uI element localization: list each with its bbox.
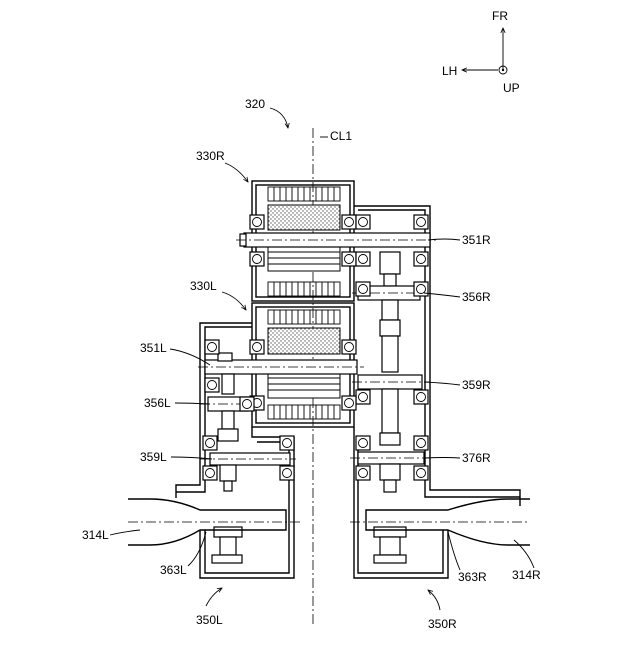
axle-right — [350, 499, 530, 545]
label-314l: 314L — [82, 528, 109, 542]
label-320: 320 — [245, 97, 265, 111]
label-356l: 356L — [144, 396, 171, 410]
label-330l: 330L — [190, 279, 217, 293]
lower-gears-right — [350, 433, 430, 563]
label-359r: 359R — [462, 378, 491, 392]
label-350l: 350L — [196, 613, 223, 627]
label-314r: 314R — [512, 568, 541, 582]
intermediate-shaft-left — [200, 374, 296, 563]
axle-left — [128, 499, 300, 545]
label-359l: 359L — [140, 450, 167, 464]
label-356r: 356R — [462, 290, 491, 304]
label-330r: 330R — [196, 149, 225, 163]
intermediate-shaft-right — [352, 252, 430, 433]
label-lh: LH — [442, 64, 457, 78]
direction-indicator: FR LH UP — [442, 9, 520, 95]
label-fr: FR — [492, 9, 508, 23]
label-351r: 351R — [462, 233, 491, 247]
label-350r: 350R — [428, 617, 457, 631]
label-363l: 363L — [160, 563, 187, 577]
label-351l: 351L — [140, 341, 167, 355]
label-up: UP — [503, 81, 520, 95]
label-376r: 376R — [462, 451, 491, 465]
label-363r: 363R — [458, 570, 487, 584]
label-cl1: CL1 — [330, 129, 352, 143]
leader-320 — [270, 108, 288, 128]
